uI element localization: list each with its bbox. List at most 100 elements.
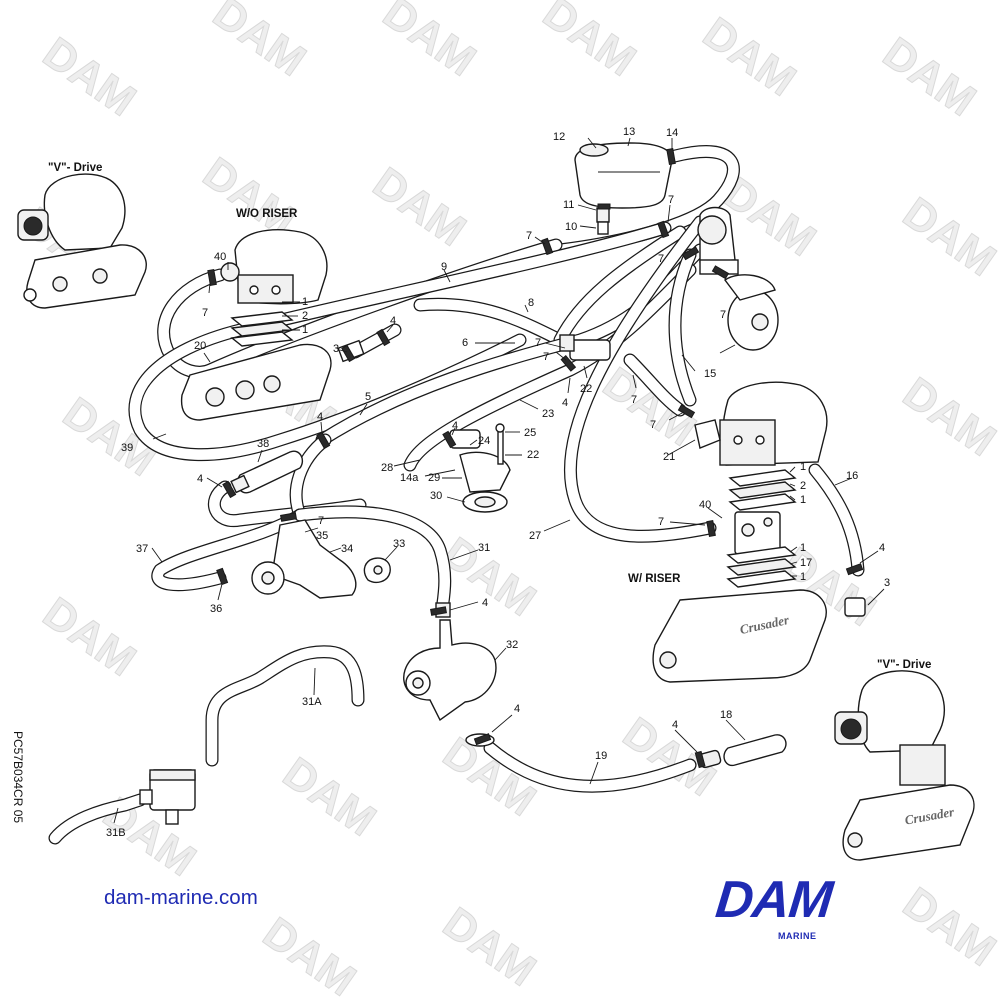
callout-label: 1: [800, 461, 806, 473]
callout-label: 24: [478, 435, 490, 447]
callout-label: 7: [543, 351, 549, 363]
watermark: DAM: [894, 188, 1000, 286]
watermark: DAM: [894, 368, 1000, 466]
callout-label: 7: [668, 194, 674, 206]
circulating-pump: [697, 206, 779, 351]
callout-label: 1: [800, 571, 806, 583]
callout-label: 7: [658, 516, 664, 528]
callout-label: 7: [631, 394, 637, 406]
callout-label: 33: [393, 538, 405, 550]
callout-labels: 12 13 14 11 10 7 7 7 9 40 7 1 2 1 8 4 3 …: [106, 126, 890, 839]
hose-clamps: [207, 148, 864, 769]
watermark: DAM: [374, 0, 484, 86]
callout-label: 19: [595, 750, 607, 762]
exhaust-elbow-wo-riser: [180, 229, 365, 421]
dam-marine-logo: DAM MARINE: [713, 871, 896, 946]
exhaust-elbow-w-riser: Crusader: [652, 381, 866, 683]
callout-label: 25: [524, 427, 536, 439]
watermark: DAM: [894, 878, 1000, 976]
seawater-pump: [403, 602, 497, 747]
vdrive-assembly-top: [17, 173, 147, 309]
callout-label: 4: [562, 397, 568, 409]
callout-label: 31: [478, 542, 490, 554]
vented-loop-valve: [139, 769, 196, 825]
callout-label: 14: [666, 127, 678, 139]
callout-label: 28: [381, 462, 393, 474]
callout-label: 36: [210, 603, 222, 615]
logo-subtitle: MARINE: [778, 931, 817, 941]
callout-label: 39: [121, 442, 133, 454]
callout-label: 7: [535, 337, 541, 349]
callout-label: 1: [302, 296, 308, 308]
coolant-reservoir: [574, 142, 673, 235]
callout-label: 13: [623, 126, 635, 138]
callout-label: 4: [390, 315, 396, 327]
callout-label: 40: [214, 251, 226, 263]
callout-label: 3: [884, 577, 890, 589]
watermark: DAM: [34, 588, 144, 686]
callout-label: 8: [528, 297, 534, 309]
callout-label: 22: [527, 449, 539, 461]
callout-label: 31A: [302, 696, 322, 708]
callout-label: 4: [672, 719, 678, 731]
callout-label: 7: [658, 253, 664, 265]
callout-label: 23: [542, 408, 554, 420]
watermark: DAM: [254, 908, 364, 1000]
callout-label: 2: [302, 310, 308, 322]
callout-label: 4: [197, 473, 203, 485]
document-code: PC57B034CR 05: [11, 731, 25, 824]
callout-label: 1: [800, 494, 806, 506]
callout-label: 4: [452, 420, 458, 432]
heat-exchanger: [230, 450, 304, 494]
watermark: DAM: [364, 158, 474, 256]
logo-wordmark: DAM: [712, 871, 835, 929]
callout-label: 3: [333, 343, 339, 355]
callout-label: 7: [202, 307, 208, 319]
callout-label: 15: [704, 368, 716, 380]
heading-without-riser: W/O RISER: [236, 208, 298, 220]
callout-label: 11: [563, 199, 574, 211]
vdrive-assembly-bottom: Crusader: [834, 670, 975, 861]
watermark: DAM: [534, 0, 644, 86]
callout-label: 35: [316, 530, 328, 542]
callout-label: 7: [650, 419, 656, 431]
engine-water-pump: [251, 519, 391, 599]
callout-label: 18: [720, 709, 732, 721]
callout-label: 6: [462, 337, 468, 349]
callout-label: 4: [317, 411, 323, 423]
callout-label: 17: [800, 557, 812, 569]
watermark: DAM: [274, 748, 384, 846]
callout-label: 40: [699, 499, 711, 511]
callout-label: 38: [257, 438, 269, 450]
callout-label: 12: [553, 131, 565, 143]
heading-with-riser: W/ RISER: [628, 573, 681, 585]
callout-label: 5: [365, 391, 371, 403]
website-link[interactable]: dam-marine.com: [104, 886, 258, 909]
watermark: DAM: [204, 0, 314, 86]
callout-label: 16: [846, 470, 858, 482]
callout-label: 2: [800, 480, 806, 492]
callout-label: 10: [565, 221, 577, 233]
inline-strainer: [698, 734, 787, 769]
callout-label: 21: [663, 451, 675, 463]
callout-label: 7: [720, 309, 726, 321]
callout-label: 20: [194, 340, 206, 352]
watermark: DAM: [694, 8, 804, 106]
leader-lines: [113, 137, 885, 824]
watermark: DAM: [874, 28, 984, 126]
heading-vdrive-top: "V"- Drive: [48, 162, 102, 174]
callout-label: 22: [580, 383, 592, 395]
callout-label: 4: [482, 597, 488, 609]
callout-label: 31B: [106, 827, 126, 839]
callout-label: 1: [800, 542, 806, 554]
heading-vdrive-bottom: "V"- Drive: [877, 659, 931, 671]
callout-label: 7: [318, 515, 324, 527]
callout-label: 34: [341, 543, 353, 555]
callout-label: 32: [506, 639, 518, 651]
callout-label: 9: [441, 261, 447, 273]
callout-label: 27: [529, 530, 541, 542]
callout-label: 14a: [400, 472, 419, 484]
callout-label: 1: [302, 324, 308, 336]
callout-label: 7: [526, 230, 532, 242]
